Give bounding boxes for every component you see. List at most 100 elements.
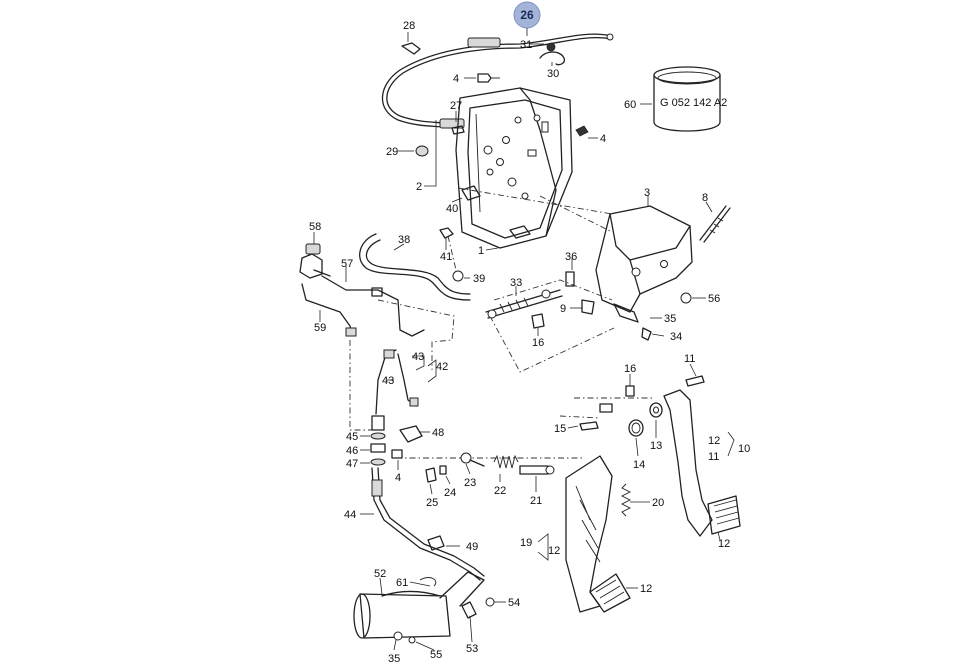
callout-31[interactable]: 31	[520, 39, 532, 51]
callout-2[interactable]: 2	[416, 181, 422, 193]
callout-61[interactable]: 61	[396, 577, 408, 589]
clip-9	[581, 299, 595, 315]
fitting-stack	[370, 415, 386, 466]
callout-12-d[interactable]: 12	[640, 583, 652, 595]
bushing-16-lower	[599, 385, 635, 413]
callout-11-b[interactable]: 11	[708, 451, 719, 463]
line-43-42	[375, 329, 425, 415]
callout-11-a[interactable]: 11	[684, 353, 695, 365]
callout-48[interactable]: 48	[432, 427, 444, 439]
callout-4-c[interactable]: 4	[395, 472, 401, 484]
bracket-48	[399, 425, 423, 443]
callout-49[interactable]: 49	[466, 541, 478, 553]
bolt-36	[565, 271, 575, 287]
callout-9[interactable]: 9	[560, 303, 566, 315]
line-59	[301, 283, 357, 337]
callout-45[interactable]: 45	[346, 431, 358, 443]
callout-16-b[interactable]: 16	[624, 363, 636, 375]
brake-pedal-arm	[565, 455, 631, 613]
callout-16-a[interactable]: 16	[532, 337, 544, 349]
callout-3[interactable]: 3	[644, 187, 650, 199]
callout-12-c[interactable]: 12	[718, 538, 730, 550]
eye-bolt-23	[460, 452, 485, 467]
callout-4-b[interactable]: 4	[600, 133, 606, 145]
callout-34[interactable]: 34	[670, 331, 682, 343]
callout-1[interactable]: 1	[478, 245, 484, 257]
bleeder-53-54	[461, 597, 495, 619]
pin-21	[519, 465, 555, 475]
callout-40[interactable]: 40	[446, 203, 458, 215]
clip-25-24	[425, 465, 447, 483]
spring-22	[493, 454, 519, 469]
hydraulic-pipe-44	[371, 467, 485, 581]
washer-35-55	[393, 631, 416, 644]
bolt-4-lower	[391, 449, 403, 459]
spring-20	[620, 483, 632, 517]
callout-10[interactable]: 10	[738, 443, 750, 455]
callout-22[interactable]: 22	[494, 485, 506, 497]
clip-16-upper	[531, 313, 545, 329]
highlighted-callout-number: 26	[520, 8, 534, 22]
callout-29[interactable]: 29	[386, 146, 398, 158]
line-57	[321, 275, 413, 337]
callout-28[interactable]: 28	[403, 20, 415, 32]
bolt-8	[699, 205, 731, 243]
callout-46[interactable]: 46	[346, 445, 358, 457]
callout-25[interactable]: 25	[426, 497, 438, 509]
bolt-27	[451, 125, 465, 135]
callout-24[interactable]: 24	[444, 487, 456, 499]
callout-59[interactable]: 59	[314, 322, 326, 334]
pedal-bracket	[455, 87, 589, 249]
callout-43-b[interactable]: 43	[382, 375, 394, 387]
reservoir-connector	[299, 243, 331, 279]
callout-20[interactable]: 20	[652, 497, 664, 509]
master-cylinder	[353, 571, 485, 639]
callout-labels: 28 31 30 4 27 4 29 2 40 1 41 3 8 58 38 5…	[309, 20, 750, 665]
callout-52[interactable]: 52	[374, 568, 386, 580]
clutch-pedal-arm	[663, 389, 741, 537]
connector-39	[452, 270, 464, 282]
callout-23[interactable]: 23	[464, 477, 476, 489]
callout-41[interactable]: 41	[440, 251, 452, 263]
callout-55[interactable]: 55	[430, 649, 442, 661]
callout-4-a[interactable]: 4	[453, 73, 459, 85]
nut-56	[680, 292, 692, 304]
callout-35-a[interactable]: 35	[664, 313, 676, 325]
callout-36[interactable]: 36	[565, 251, 577, 263]
callout-12-a[interactable]: 12	[708, 435, 720, 447]
callout-44[interactable]: 44	[344, 509, 356, 521]
sealing-sleeve: G 052 142 A2	[653, 66, 727, 132]
callout-13[interactable]: 13	[650, 440, 662, 452]
callout-38[interactable]: 38	[398, 234, 410, 246]
callout-15[interactable]: 15	[554, 423, 566, 435]
retaining-clip	[539, 42, 566, 66]
callout-12-b[interactable]: 12	[548, 545, 560, 557]
bolt-15	[579, 421, 599, 431]
callout-60[interactable]: 60	[624, 99, 636, 111]
callout-42[interactable]: 42	[436, 361, 448, 373]
callout-43-a[interactable]: 43	[412, 351, 424, 363]
callout-35-b[interactable]: 35	[388, 653, 400, 665]
bushing-13	[649, 402, 663, 418]
callout-53[interactable]: 53	[466, 643, 478, 655]
callout-39[interactable]: 39	[473, 273, 485, 285]
callout-58[interactable]: 58	[309, 221, 321, 233]
callout-30[interactable]: 30	[547, 68, 559, 80]
hose-38	[359, 233, 471, 301]
callout-14[interactable]: 14	[633, 459, 645, 471]
callout-33[interactable]: 33	[510, 277, 522, 289]
highlighted-callout-26[interactable]: 26	[513, 1, 541, 29]
callout-47[interactable]: 47	[346, 458, 358, 470]
callout-19[interactable]: 19	[520, 537, 532, 549]
callout-8[interactable]: 8	[702, 192, 708, 204]
callout-56[interactable]: 56	[708, 293, 720, 305]
bolt-4-upper	[477, 73, 500, 83]
callout-57[interactable]: 57	[341, 258, 353, 270]
pedal-support-block	[595, 205, 693, 323]
callout-27[interactable]: 27	[450, 100, 462, 112]
callout-21[interactable]: 21	[530, 495, 542, 507]
cable-clip	[401, 42, 421, 55]
callout-54[interactable]: 54	[508, 597, 520, 609]
grommet-29	[415, 145, 429, 157]
